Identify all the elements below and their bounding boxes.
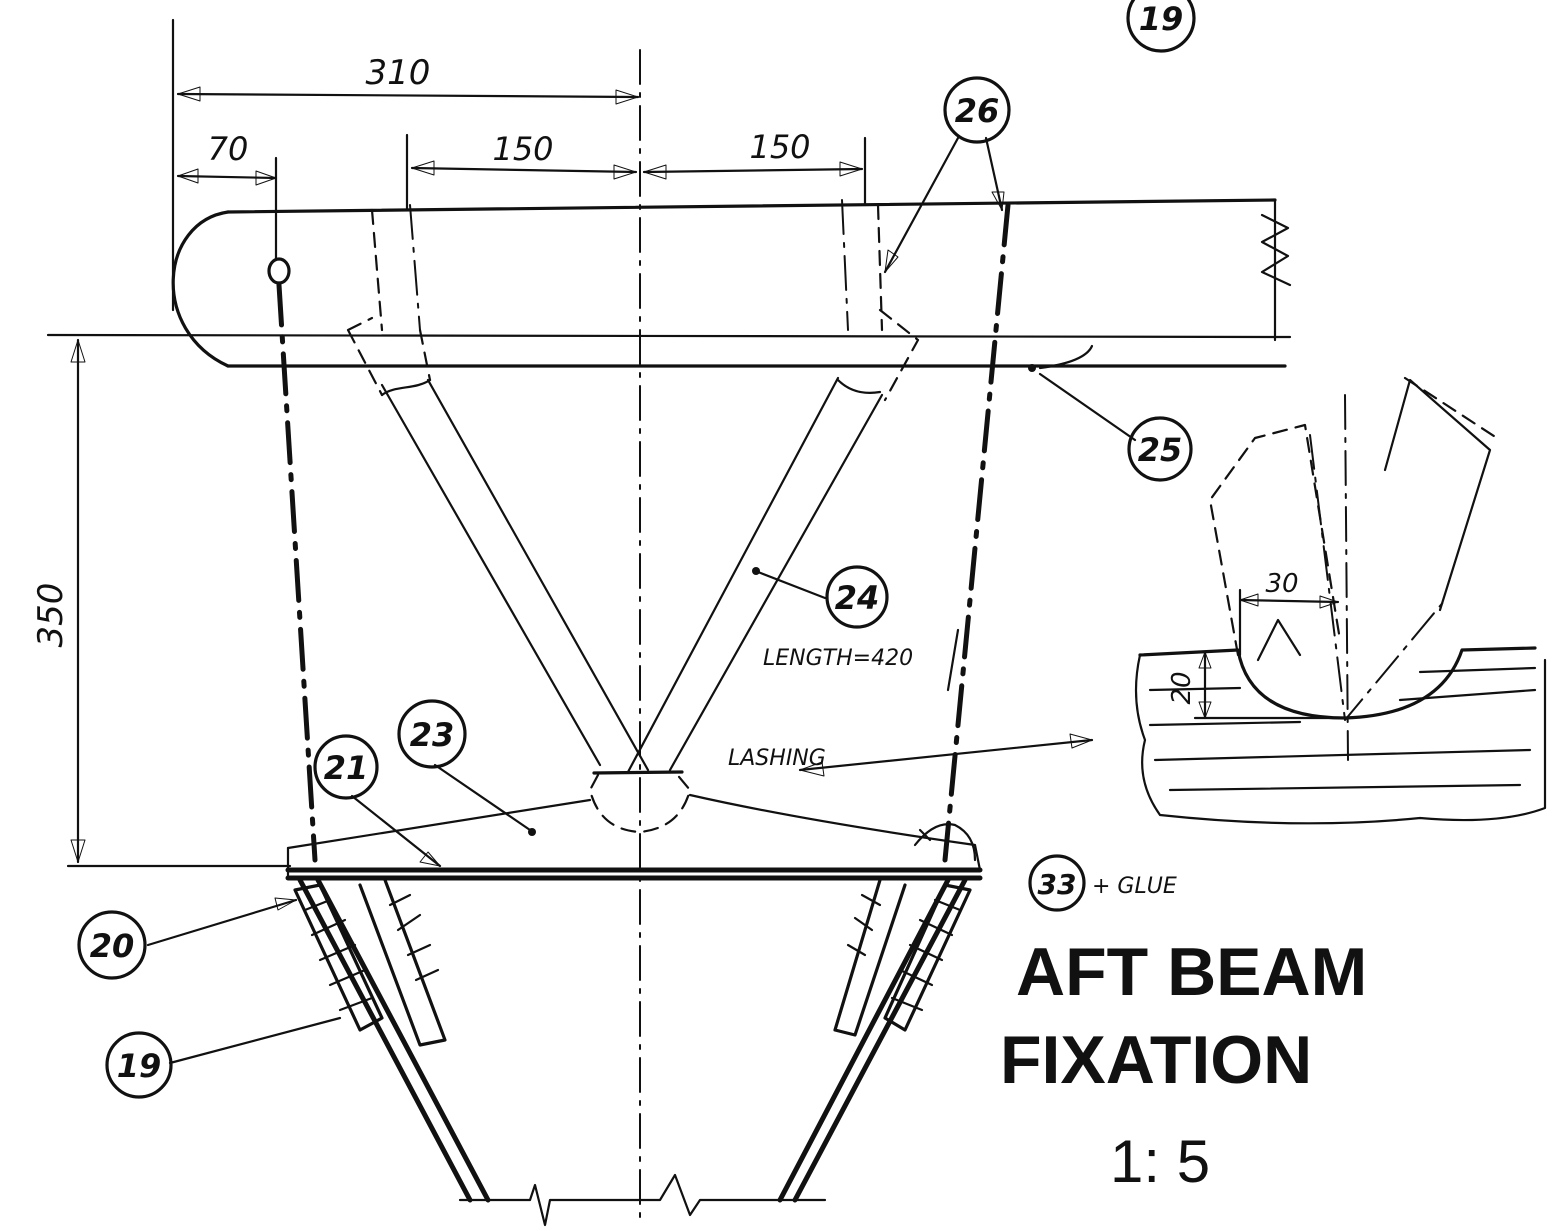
strut-left bbox=[346, 204, 650, 772]
svg-text:19: 19 bbox=[117, 1047, 162, 1085]
apex-node bbox=[588, 770, 692, 834]
note-lashing: LASHING bbox=[728, 746, 826, 771]
dimension-310 bbox=[171, 18, 640, 312]
callout-33: 33 bbox=[1028, 854, 1086, 912]
dim-150-right-label: 150 bbox=[749, 128, 810, 166]
title-scale: 1: 5 bbox=[1110, 1128, 1210, 1195]
crossbeam bbox=[285, 793, 983, 881]
callout-23: 23 bbox=[397, 699, 467, 769]
callout-25: 25 bbox=[1127, 416, 1193, 482]
note-length: LENGTH=420 bbox=[763, 646, 913, 671]
svg-text:25: 25 bbox=[1138, 431, 1183, 469]
svg-text:19: 19 bbox=[1139, 0, 1184, 38]
svg-text:20: 20 bbox=[90, 927, 135, 965]
svg-text:24: 24 bbox=[835, 579, 880, 617]
dim-20-label: 20 bbox=[1167, 671, 1197, 704]
callout-19-top: 19 bbox=[1126, 0, 1196, 53]
callout-19: 19 bbox=[105, 1031, 173, 1099]
dim-150-left-label: 150 bbox=[492, 130, 553, 168]
callout-26: 26 bbox=[943, 76, 1011, 144]
aft-beam bbox=[46, 198, 1292, 368]
svg-text:33: 33 bbox=[1038, 868, 1077, 901]
dimension-150-right bbox=[642, 136, 867, 207]
title-line-1: AFT BEAM bbox=[1016, 934, 1367, 1010]
dim-30-label: 30 bbox=[1265, 569, 1298, 599]
leaders bbox=[146, 136, 1137, 1065]
hull-right bbox=[777, 877, 972, 1203]
svg-text:26: 26 bbox=[955, 92, 1000, 130]
dim-70-label: 70 bbox=[208, 130, 249, 168]
lashing-knot bbox=[913, 823, 977, 862]
callout-20: 20 bbox=[77, 910, 147, 980]
callout-21: 21 bbox=[313, 734, 379, 800]
note-glue: + GLUE bbox=[1092, 874, 1177, 899]
callout-24: 24 bbox=[825, 565, 889, 629]
chain-line-left bbox=[276, 282, 318, 863]
dimension-70 bbox=[176, 156, 278, 260]
svg-text:23: 23 bbox=[410, 716, 455, 754]
hull-bottom-break bbox=[458, 1173, 827, 1227]
socket-detail bbox=[1134, 376, 1547, 825]
dimension-150-left bbox=[405, 133, 638, 212]
dim-350-label: 350 bbox=[31, 583, 71, 648]
chain-line-right bbox=[942, 202, 1011, 863]
title-line-2: FIXATION bbox=[1000, 1022, 1312, 1098]
svg-text:21: 21 bbox=[324, 749, 369, 787]
hull-left bbox=[293, 877, 491, 1203]
strut-right bbox=[626, 199, 920, 774]
dim-310-label: 310 bbox=[366, 53, 431, 93]
dimension-350 bbox=[66, 338, 292, 868]
